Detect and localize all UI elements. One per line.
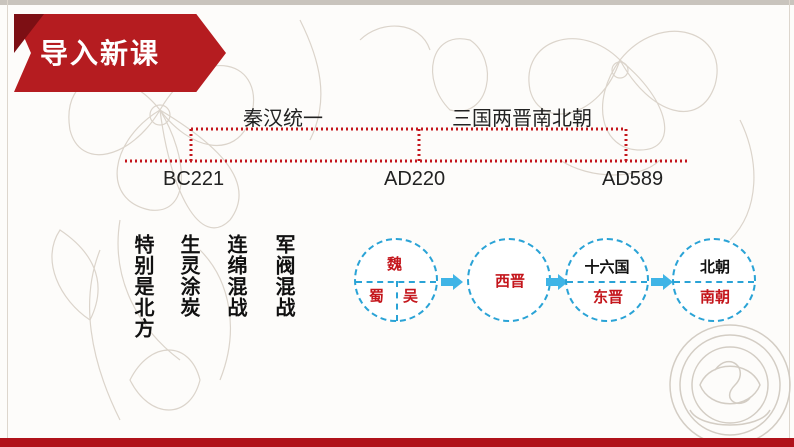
circle-three-kingdoms [354,238,438,322]
period-label-three-kingdoms: 三国两晋南北朝 [452,102,592,131]
northern-dynasties-label: 北朝 [695,258,735,276]
date-label-bc221: BC221 [163,168,224,191]
column-text-4: 军阀混战 [269,234,295,318]
bottom-border [0,438,794,447]
circle-divider [674,281,754,283]
date-label-ad589: AD589 [602,168,663,191]
date-label-ad220: AD220 [384,168,445,191]
dynasty-western-jin: 西晋 [490,272,530,290]
state-wei: 魏 [387,255,402,273]
sixteen-kingdoms-label: 十六国 [582,258,632,276]
state-wu: 吴 [403,287,418,305]
circle-divider [396,281,398,321]
state-shu: 蜀 [369,287,384,305]
circle-sixteen-kingdoms [565,238,649,322]
column-text-3: 连绵混战 [221,234,247,318]
period-label-qin-han: 秦汉统一 [243,102,323,131]
arrow-right-icon [441,274,463,290]
column-text-1: 特别是北方 [128,234,154,339]
southern-dynasties-label: 南朝 [695,288,735,306]
arrow-right-icon [651,274,673,290]
circle-divider [567,281,647,283]
column-text-2: 生灵涂炭 [174,234,200,318]
circle-northern-southern [672,238,756,322]
dynasty-eastern-jin: 东晋 [588,288,628,306]
